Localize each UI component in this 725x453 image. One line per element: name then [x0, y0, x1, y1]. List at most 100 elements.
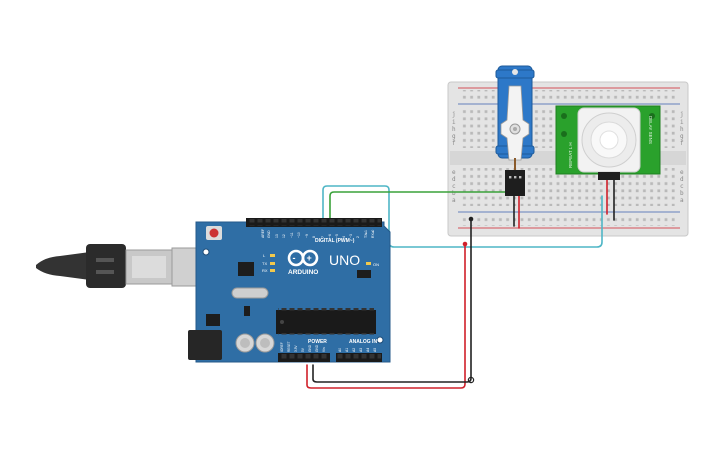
servo-connector [505, 170, 525, 196]
svg-text:A5: A5 [373, 348, 377, 352]
wire-gnd-end [468, 216, 474, 222]
svg-text:12: 12 [282, 234, 286, 238]
led-l [270, 254, 275, 257]
wire-gnd-joint [467, 376, 475, 384]
svg-text:A2: A2 [352, 348, 356, 352]
row-letter-i: i [452, 119, 456, 126]
row-letter-j: j [452, 111, 456, 118]
svg-text:~9: ~9 [305, 234, 309, 238]
wire-gnd [312, 218, 472, 383]
svg-text:b: b [680, 190, 684, 197]
board-brand: ARDUINO [288, 269, 318, 276]
pir-connector [598, 172, 620, 180]
crystal [231, 287, 269, 299]
svg-text:-: - [293, 253, 296, 263]
usb-cable-strain [36, 252, 90, 280]
svg-text:~5: ~5 [335, 234, 339, 238]
svg-text:GND: GND [315, 344, 319, 352]
usb-chip [238, 262, 254, 276]
svg-text:RX◂0: RX◂0 [371, 230, 375, 238]
svg-text:c: c [680, 183, 684, 190]
svg-text:d: d [680, 176, 684, 183]
svg-text:~10: ~10 [297, 232, 301, 238]
led-on [366, 262, 371, 265]
svg-text:~6: ~6 [328, 234, 332, 238]
row-letter-c: c [452, 183, 456, 190]
power-label: POWER [308, 339, 327, 345]
row-letter-a: a [452, 197, 456, 204]
usb-plug-body [86, 244, 126, 288]
row-letter-d: d [452, 176, 456, 183]
svg-text:f: f [680, 140, 684, 147]
row-letter-g: g [452, 133, 456, 140]
led-on-label: ON [373, 262, 379, 267]
svg-text:RESET: RESET [287, 341, 291, 352]
power-rail-top [462, 90, 676, 102]
row-letter-h: h [452, 126, 456, 133]
svg-text:3.3V: 3.3V [294, 345, 298, 352]
svg-text:~3: ~3 [349, 234, 353, 238]
svg-text:TX▸1: TX▸1 [364, 230, 368, 238]
pir-sensor: REPEAT L H DELAY SENS [555, 105, 661, 180]
reset-button[interactable] [209, 228, 219, 238]
led-l-label: L [263, 253, 266, 258]
led-tx [270, 262, 275, 265]
analog-label: ANALOG IN [349, 339, 377, 345]
svg-text:IOREF: IOREF [280, 342, 284, 352]
pir-right-label: DELAY SENS [648, 116, 653, 144]
svg-text:A0: A0 [338, 348, 342, 352]
power-jack [188, 330, 222, 360]
svg-text:h: h [680, 126, 684, 133]
servo-screw-top [512, 69, 518, 75]
svg-text:A4: A4 [366, 348, 370, 352]
svg-text:i: i [680, 119, 684, 126]
wires [306, 179, 615, 389]
wire-5v [306, 243, 466, 389]
svg-text:j: j [680, 111, 684, 118]
svg-text:7: 7 [321, 236, 325, 238]
wire-pir-signal [322, 185, 603, 248]
usb-cable [36, 244, 205, 288]
pin-label-gnd: GND [267, 230, 271, 238]
wire-servo-signal [329, 191, 520, 219]
row-letters-right: j i h g f e d c b a [680, 111, 684, 204]
svg-text:13: 13 [275, 234, 279, 238]
svg-text:4: 4 [342, 236, 346, 238]
svg-text:Vin: Vin [322, 347, 326, 352]
digital-label: DIGITAL (PWM~) [315, 238, 355, 244]
voltage-regulator [206, 314, 220, 326]
servo-motor [495, 65, 535, 196]
svg-text:GND: GND [308, 344, 312, 352]
board-model: UNO [329, 252, 360, 268]
svg-text:g: g [680, 133, 684, 140]
led-rx [270, 269, 275, 272]
svg-text:A1: A1 [345, 348, 349, 352]
svg-text:2: 2 [356, 236, 360, 238]
wire-5v-end [462, 241, 468, 247]
row-letters-left: j i h g f e d c b a [452, 111, 456, 204]
row-letter-b: b [452, 190, 456, 197]
digital-pin-labels: AREF GND 13 12 ~11 ~10 ~9 8 7 ~6 ~5 4 ~3… [261, 229, 375, 238]
svg-text:e: e [680, 169, 684, 176]
row-letter-e: e [452, 169, 456, 176]
power-pin-labels: IOREF RESET 3.3V 5V GND GND Vin [280, 341, 326, 352]
svg-text:A3: A3 [359, 348, 363, 352]
svg-text:5V: 5V [301, 347, 305, 352]
row-letter-f: f [452, 140, 456, 147]
pir-left-label: REPEAT L H [568, 142, 573, 168]
arduino-uno-board: - + ARDUINO UNO DIGITAL (PWM~) POWER ANA… [188, 218, 391, 363]
analog-pin-labels: A0 A1 A2 A3 A4 A5 [338, 348, 377, 352]
svg-text:8: 8 [312, 236, 316, 238]
led-rx-label: RX [262, 268, 268, 273]
svg-text:+: + [307, 253, 312, 263]
svg-text:a: a [680, 197, 684, 204]
power-rail-bottom [462, 214, 676, 226]
servo-horn [500, 85, 530, 161]
svg-text:~11: ~11 [290, 232, 294, 238]
atmega-chip [276, 310, 376, 334]
arduino-logo [287, 249, 319, 267]
led-tx-label: TX [262, 261, 267, 266]
icsp-header [357, 270, 371, 278]
pin-label-aref: AREF [261, 229, 265, 238]
